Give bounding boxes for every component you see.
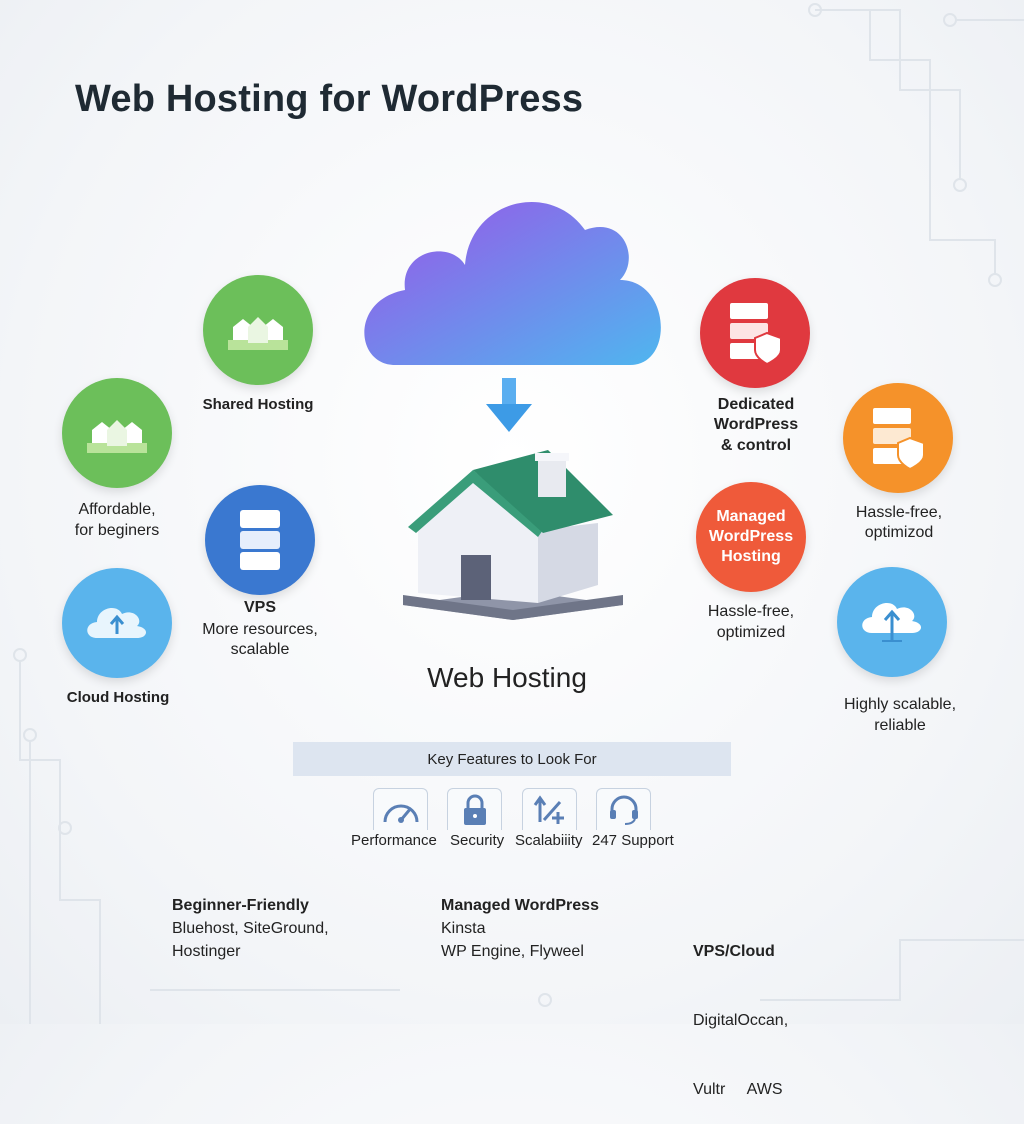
houses-icon	[87, 420, 147, 453]
headset-icon	[609, 795, 638, 825]
down-arrow-icon	[486, 378, 532, 432]
house-icon	[403, 450, 623, 620]
cloud-icon	[364, 201, 661, 365]
provider-line: WP Engine, Flyweel	[441, 943, 584, 960]
scalable-line1: Highly scalable,	[843, 696, 957, 713]
scalable-line2: reliable	[874, 717, 926, 734]
vps-title: VPS	[243, 599, 277, 616]
managed-line2: optimized	[716, 624, 786, 641]
server-shield-icon	[873, 408, 925, 471]
speedometer-icon	[383, 804, 418, 823]
center-label: Web Hosting	[427, 662, 587, 693]
managed-inside-line2: WordPress	[708, 528, 794, 545]
vps-line2: scalable	[230, 641, 290, 658]
security-icon-box[interactable]	[447, 788, 502, 830]
affordable-circle[interactable]	[62, 378, 172, 488]
feature-security-label: Security	[450, 832, 505, 849]
managed-inside-line1: Managed	[716, 508, 786, 525]
orange-line2: optimizod	[864, 524, 934, 541]
dedicated-circle[interactable]	[700, 278, 810, 388]
provider-line: Vultr AWS	[693, 1081, 783, 1098]
dedicated-line2: WordPress	[713, 416, 799, 433]
cloud-hosting-circle[interactable]	[62, 568, 172, 678]
page-title: Web Hosting for WordPress	[75, 78, 584, 120]
feature-support-label: 247 Support	[592, 832, 674, 849]
optimized-server-circle[interactable]	[843, 383, 953, 493]
orange-line1: Hassle-free,	[855, 504, 943, 521]
provider-heading: VPS/Cloud	[693, 943, 775, 960]
scalability-icon-box[interactable]	[522, 788, 577, 830]
scale-arrows-icon	[533, 794, 564, 824]
provider-line: Bluehost, SiteGround,	[172, 920, 329, 937]
provider-heading: Beginner-Friendly	[172, 897, 309, 914]
feature-scalability-label: Scalabiiity	[515, 832, 583, 849]
server-stack-icon	[240, 510, 280, 570]
shared-hosting-circle[interactable]	[203, 275, 313, 385]
managed-line1: Hassle-free,	[707, 603, 795, 620]
providers-vps-cloud: VPS/Cloud DigitalOccan, Vultr AWS	[693, 894, 788, 1124]
houses-icon	[228, 317, 288, 350]
cloud-hosting-label: Cloud Hosting	[66, 689, 170, 706]
scalable-cloud-circle[interactable]	[837, 567, 947, 677]
provider-line: Kinsta	[441, 920, 486, 937]
provider-line: Hostinger	[172, 943, 241, 960]
cloud-upload-icon	[862, 602, 922, 642]
providers-beginner: Beginner-Friendly Bluehost, SiteGround, …	[172, 894, 329, 963]
provider-heading: Managed WordPress	[441, 897, 599, 914]
vps-circle[interactable]	[205, 485, 315, 595]
key-features-heading: Key Features to Look For	[293, 742, 731, 776]
vps-line1: More resources,	[202, 621, 318, 638]
server-shield-icon	[730, 303, 782, 366]
performance-icon-box[interactable]	[373, 788, 428, 830]
feature-performance-label: Performance	[351, 832, 437, 849]
provider-line: DigitalOccan,	[693, 1012, 789, 1029]
dedicated-line1: Dedicated	[717, 396, 795, 413]
providers-managed: Managed WordPress Kinsta WP Engine, Flyw…	[441, 894, 599, 963]
affordable-line1: Affordable,	[78, 501, 156, 518]
dedicated-line3: & control	[720, 437, 792, 454]
managed-inside-line3: Hosting	[721, 548, 781, 565]
managed-wordpress-circle[interactable]: Managed WordPress Hosting	[696, 482, 806, 592]
support-icon-box[interactable]	[596, 788, 651, 830]
circuit-decoration	[13, 3, 1024, 1024]
cloud-upload-icon	[87, 608, 147, 638]
lock-icon	[463, 794, 486, 825]
affordable-line2: for beginers	[74, 522, 160, 539]
shared-hosting-label: Shared Hosting	[202, 396, 314, 413]
